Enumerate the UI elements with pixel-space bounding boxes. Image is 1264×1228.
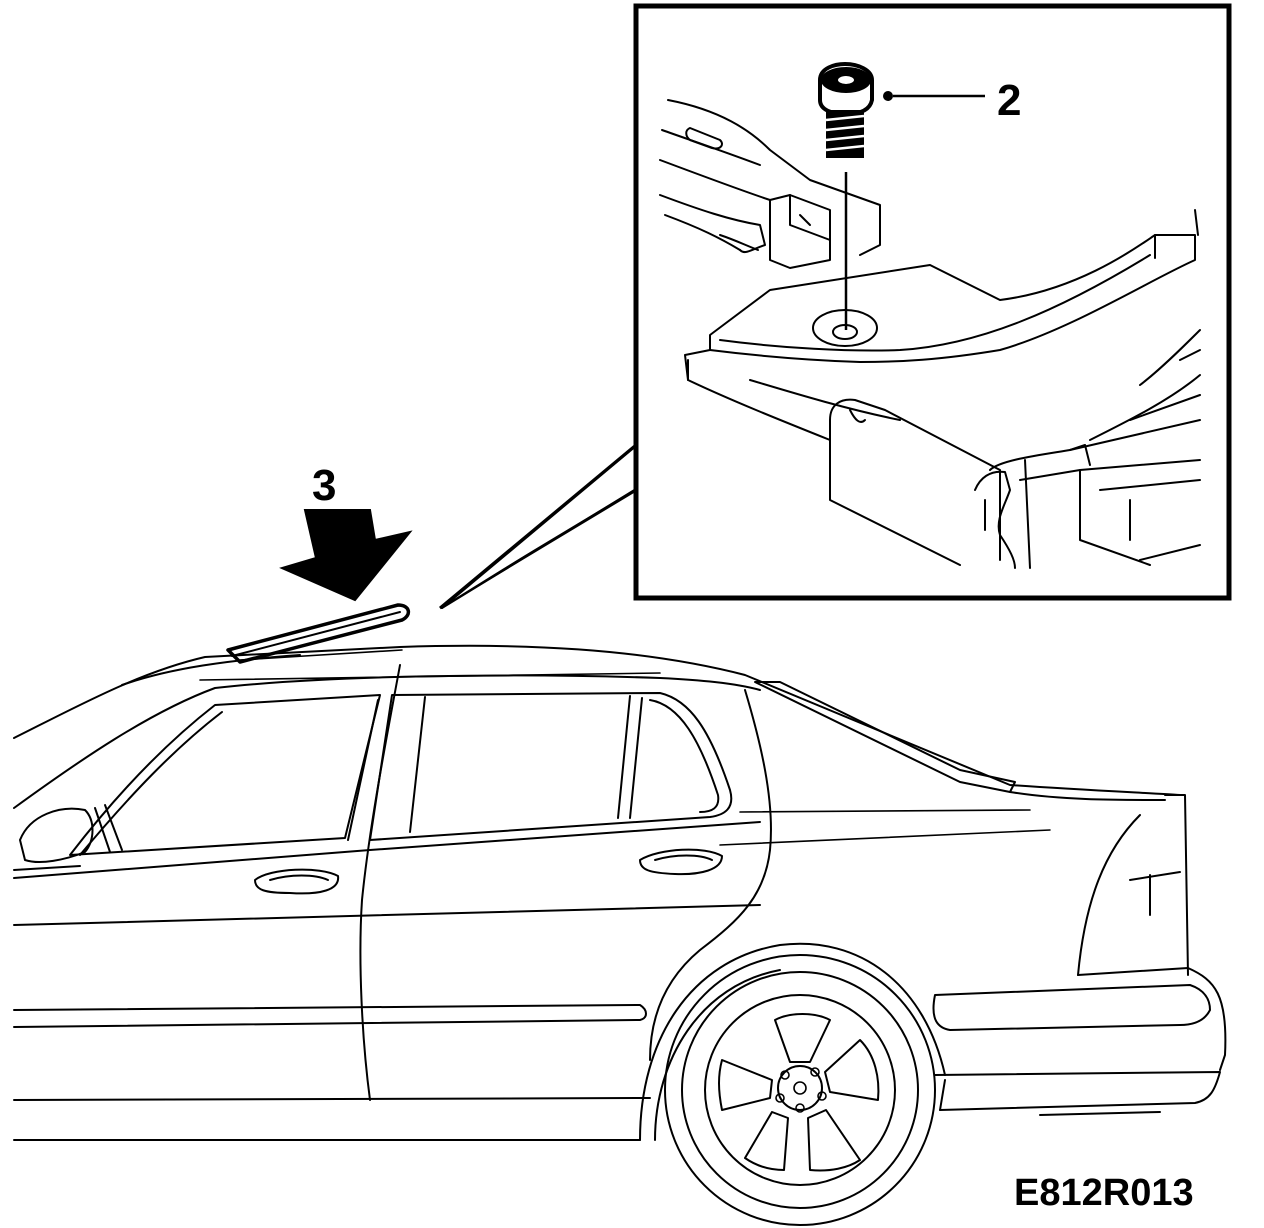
down-arrow-icon [279, 509, 413, 602]
car-illustration [13, 603, 1227, 1226]
callout-label-2: 2 [997, 76, 1021, 125]
roof-moulding [226, 603, 411, 664]
callout-label-3: 3 [312, 461, 336, 510]
rear-wheel [664, 954, 936, 1226]
figure-code: E812R013 [1014, 1172, 1194, 1214]
detail-leader [439, 441, 638, 610]
detail-inset [633, 3, 1232, 601]
callout-arrow-3 [279, 509, 413, 602]
screw-part [818, 61, 874, 330]
callout-dot [883, 91, 893, 101]
